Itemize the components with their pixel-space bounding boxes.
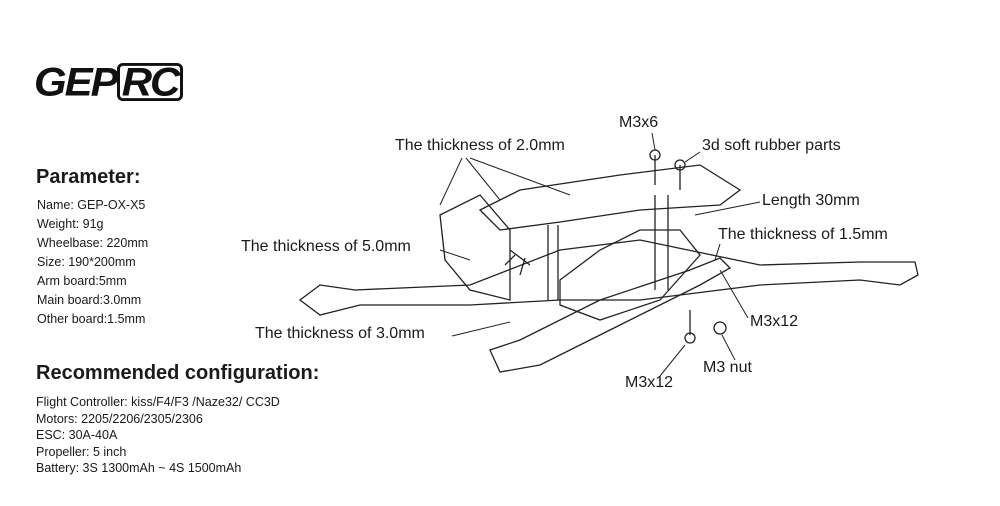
- param-size: Size: 190*200mm: [37, 255, 136, 269]
- config-list: Flight Controller: kiss/F4/F3 /Naze32/ C…: [36, 394, 280, 477]
- label-m3x6: M3x6: [619, 114, 659, 131]
- parameter-title: Parameter:: [36, 166, 141, 188]
- param-wheelbase: Wheelbase: 220mm: [37, 236, 149, 250]
- param-name: Name: GEP-OX-X5: [37, 198, 146, 212]
- config-fc: Flight Controller: kiss/F4/F3 /Naze32/ C…: [36, 395, 280, 409]
- config-battery: Battery: 3S 1300mAh ~ 4S 1500mAh: [36, 461, 242, 475]
- top-plate: [439, 164, 742, 301]
- param-main: Main board:3.0mm: [37, 293, 142, 307]
- label-m3x12-bottom: M3x12: [625, 374, 674, 391]
- label-rubber-parts: 3d soft rubber parts: [702, 137, 841, 154]
- leader-lines: [439, 132, 761, 377]
- config-title: Recommended configuration:: [36, 362, 320, 384]
- label-thickness-3mm: The thickness of 3.0mm: [255, 325, 425, 342]
- config-esc: ESC: 30A-40A: [36, 428, 118, 442]
- label-m3x12-right: M3x12: [750, 313, 799, 330]
- config-motors: Motors: 2205/2206/2305/2306: [36, 411, 203, 426]
- label-thickness-1-5mm: The thickness of 1.5mm: [718, 226, 888, 243]
- param-arm: Arm board:5mm: [37, 274, 127, 288]
- label-m3-nut: M3 nut: [703, 359, 752, 376]
- label-thickness-2mm: The thickness of 2.0mm: [395, 137, 565, 154]
- standoffs: [547, 149, 727, 344]
- parameter-list: Name: GEP-OX-X5 Weight: 91g Wheelbase: 2…: [37, 196, 148, 329]
- bottom-arms: [298, 229, 919, 373]
- label-length: Length 30mm: [762, 192, 860, 209]
- param-weight: Weight: 91g: [37, 217, 104, 231]
- param-other: Other board:1.5mm: [37, 312, 146, 326]
- config-prop: Propeller: 5 inch: [36, 444, 127, 459]
- label-thickness-5mm: The thickness of 5.0mm: [241, 238, 411, 255]
